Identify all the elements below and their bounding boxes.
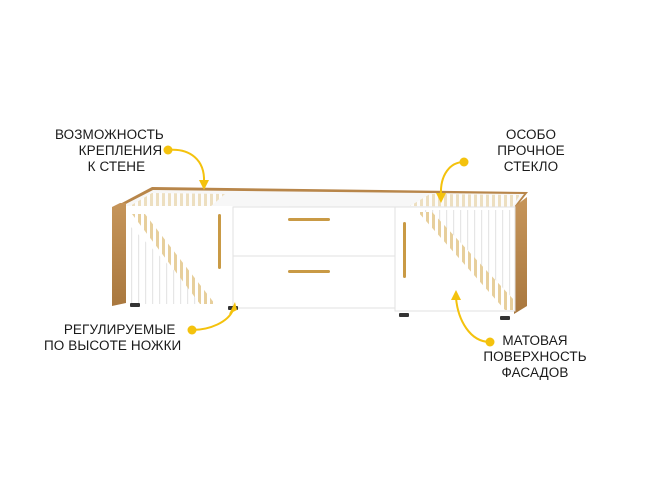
callout-line: К СТЕНЕ: [87, 159, 146, 174]
left-side-panel: [112, 203, 126, 306]
callout-line: РЕГУЛИРУЕМЫЕ: [63, 322, 176, 337]
callout-wall-mount: ВОЗМОЖНОСТЬ КРЕПЛЕНИЯ К СТЕНЕ: [55, 127, 164, 175]
callout-line: ПРОЧНОЕ: [497, 143, 565, 158]
callout-dot-legs: [187, 325, 197, 335]
callout-line: МАТОВАЯ: [502, 333, 568, 348]
callout-line: ВОЗМОЖНОСТЬ: [55, 127, 164, 142]
callout-dot-facade: [485, 337, 495, 347]
callout-glass: ОСОБО ПРОЧНОЕ СТЕКЛО: [483, 127, 579, 175]
left-door: [126, 206, 233, 304]
callout-line: ФАСАДОВ: [501, 365, 569, 380]
arrowhead-glass: [436, 193, 446, 203]
callout-line: СТЕКЛО: [503, 159, 559, 174]
arrowhead-wall-mount: [199, 180, 209, 190]
callout-legs: РЕГУЛИРУЕМЫЕ ПО ВЫСОТЕ НОЖКИ: [44, 322, 181, 354]
callout-facade: МАТОВАЯ ПОВЕРХНОСТЬ ФАСАДОВ: [480, 333, 590, 381]
callout-line: ПО ВЫСОТЕ НОЖКИ: [44, 338, 182, 353]
callout-line: КРЕПЛЕНИЯ: [78, 143, 163, 158]
callout-dot-wall-mount: [163, 145, 173, 155]
tabletop: [118, 187, 528, 207]
drawers: [232, 206, 396, 309]
arrowhead-facade: [451, 290, 461, 300]
right-side-panel: [514, 197, 527, 314]
callout-dot-glass: [459, 157, 469, 167]
callout-line: ОСОБО: [505, 127, 557, 142]
arrowhead-legs: [229, 302, 237, 314]
callout-line: ПОВЕРХНОСТЬ: [483, 349, 587, 364]
